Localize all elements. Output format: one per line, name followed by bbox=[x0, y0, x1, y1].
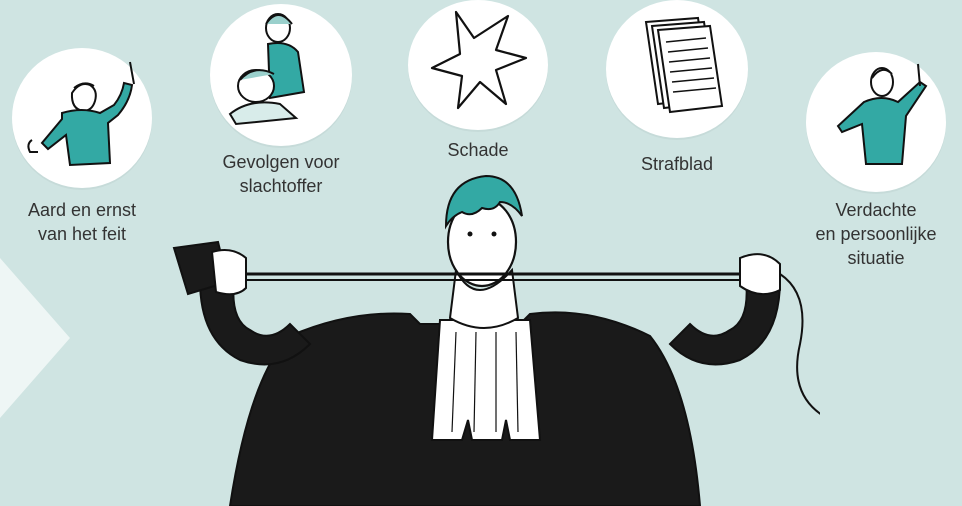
factor-label-aard: Aard en ernst van het feit bbox=[12, 198, 152, 246]
man-with-knife-icon bbox=[12, 48, 152, 188]
suspect-person-icon bbox=[806, 52, 946, 192]
judge-measuring-tape-icon bbox=[160, 170, 820, 506]
documents-stack-icon bbox=[606, 0, 748, 138]
factor-label-schade: Schade bbox=[408, 138, 548, 162]
comforting-victim-icon bbox=[210, 4, 352, 146]
damage-splat-icon bbox=[408, 0, 548, 130]
chevron-right-icon bbox=[0, 258, 70, 418]
